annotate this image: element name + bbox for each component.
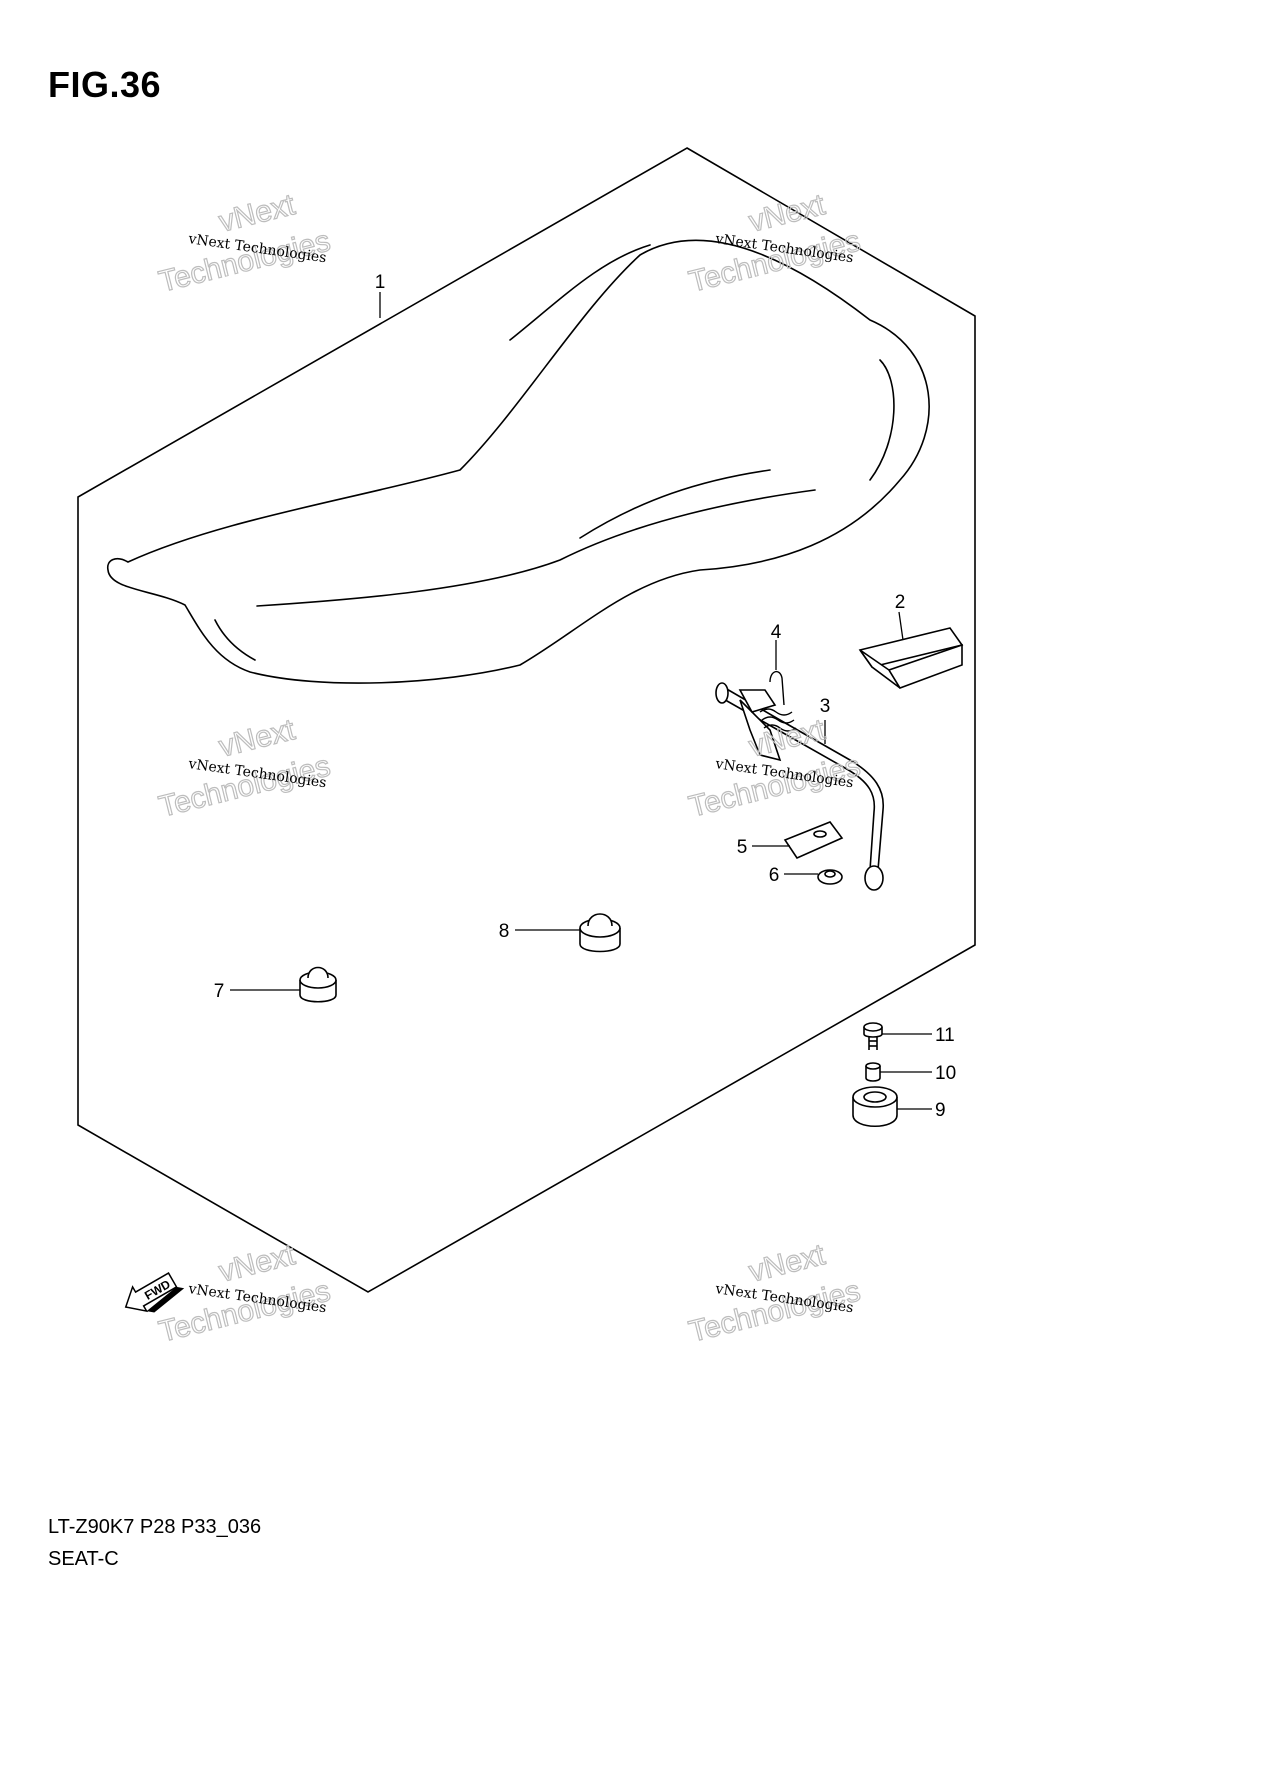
leader-lines — [230, 292, 932, 1110]
callout-6: 6 — [769, 865, 780, 886]
leader-line-2 — [898, 611, 904, 641]
watermark-bottom-right: vNext Technologies vNext Technologies — [685, 1237, 864, 1349]
svg-text:vNext: vNext — [216, 188, 299, 239]
svg-text:vNext: vNext — [746, 1238, 829, 1289]
bolt-part — [863, 1022, 883, 1050]
callout-7: 7 — [214, 981, 225, 1002]
arrow-shadow — [146, 1286, 185, 1313]
nut-part — [817, 869, 843, 885]
watermark-mid-right: vNext Technologies vNext Technologies — [685, 712, 864, 824]
watermark-top-left: vNext Technologies vNext Technologies — [155, 187, 334, 299]
watermark-bottom-left: vNext Technologies vNext Technologies — [155, 1237, 334, 1349]
spacer-part — [865, 1062, 881, 1082]
svg-text:vNext: vNext — [216, 713, 299, 764]
footer-model-code: LT-Z90K7 P28 P33_036 — [48, 1516, 262, 1538]
callout-labels: 1 2 3 4 5 6 7 8 9 10 11 — [214, 272, 956, 1121]
arrow-left-icon — [124, 1272, 178, 1313]
cushion-part-8 — [579, 913, 621, 953]
footer-section-name: SEAT-C — [48, 1548, 119, 1570]
callout-2: 2 — [895, 592, 906, 613]
svg-text:vNext: vNext — [746, 188, 829, 239]
cushion-part-7 — [299, 966, 337, 1003]
assembly-frame — [77, 147, 976, 1293]
callout-8: 8 — [499, 921, 510, 942]
plate-part — [783, 821, 844, 860]
callout-3: 3 — [820, 696, 831, 717]
callout-10: 10 — [935, 1063, 956, 1084]
spring-part — [759, 671, 797, 732]
callout-9: 9 — [935, 1100, 946, 1121]
seat-lock-rod-part — [715, 682, 885, 891]
seat-part — [106, 239, 930, 684]
fwd-direction-badge: FWD — [124, 1272, 185, 1313]
cushion-part-9 — [852, 1086, 898, 1127]
svg-text:vNext: vNext — [216, 1238, 299, 1289]
callout-1: 1 — [375, 272, 386, 293]
callout-11: 11 — [935, 1025, 955, 1046]
callout-5: 5 — [737, 837, 748, 858]
pad-part — [858, 627, 964, 689]
page-title: FIG.36 — [48, 64, 162, 105]
watermark-mid-left: vNext Technologies vNext Technologies — [155, 712, 334, 824]
watermark-top-right: vNext Technologies vNext Technologies — [685, 187, 864, 299]
callout-4: 4 — [771, 622, 782, 643]
